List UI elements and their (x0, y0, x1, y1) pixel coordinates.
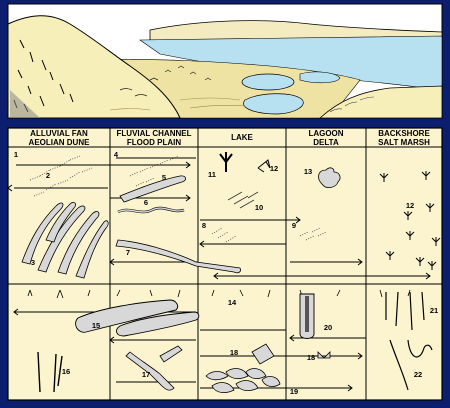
trace-number-6: 6 (144, 198, 148, 207)
distant-hills (149, 20, 443, 41)
trace-number-20: 20 (324, 323, 332, 332)
header-backshore-line1: BACKSHORE (378, 129, 430, 138)
header-lagoon-line2: DELTA (313, 138, 339, 147)
trace-21-burrows (385, 291, 425, 331)
plain-contours (109, 97, 246, 111)
trace-number-7: 7 (126, 248, 130, 257)
header-fluvial-line2: FLOOD PLAIN (127, 138, 181, 147)
header-alluvial-line1: ALLUVIAL FAN (30, 129, 88, 138)
trace-8-scratches (211, 227, 237, 243)
trace-17-branch (159, 345, 183, 363)
trace-22-u-burrow (389, 339, 433, 391)
header-lake: LAKE (231, 133, 253, 142)
trace-number-3: 3 (31, 258, 35, 267)
trace-number-12-lake: 12 (270, 164, 278, 173)
trace-number-10: 10 (255, 203, 263, 212)
trace-2-stipple (29, 155, 93, 197)
trace-18-lagoon-shape (317, 351, 331, 359)
trace-number-9: 9 (292, 221, 296, 230)
header-backshore-line2: SALT MARSH (378, 138, 430, 147)
trace-17-burrow (125, 351, 175, 391)
trace-11-footprint (219, 152, 233, 172)
trace-18-block (251, 343, 275, 365)
trace-number-5: 5 (162, 173, 166, 182)
trace-number-4: 4 (114, 150, 119, 159)
trace-number-15: 15 (92, 321, 100, 330)
trace-19-shells (205, 368, 281, 394)
trace-12-footprint (257, 159, 271, 173)
header-alluvial-line2: AEOLIAN DUNE (29, 138, 91, 147)
trace-number-12-backshore: 12 (406, 201, 414, 210)
trace-13-footprint (318, 167, 341, 188)
trace-number-18-lagoon: 18 (307, 353, 315, 362)
trace-10-scratches (227, 191, 259, 209)
trace-7-burrow (115, 239, 241, 274)
trace-number-19: 19 (290, 387, 298, 396)
trace-5-burrow (119, 175, 186, 203)
trace-number-17: 17 (142, 370, 150, 379)
trace-3-burrows (21, 201, 109, 279)
trace-number-21: 21 (430, 306, 438, 315)
trace-fossil-table: ALLUVIAL FAN AEOLIAN DUNE FLUVIAL CHANNE… (7, 127, 443, 401)
trace-16-burrow (37, 351, 63, 393)
hill-dark-slope (10, 90, 40, 118)
trace-number-11: 11 (208, 170, 216, 179)
lake-shape (241, 73, 295, 91)
trace-number-13: 13 (304, 167, 312, 176)
trace-number-8: 8 (202, 221, 206, 230)
lagoon-shape (243, 93, 304, 115)
header-fluvial-line1: FLUVIAL CHANNEL (117, 129, 192, 138)
root-traces (27, 289, 411, 299)
trace-6-burrow-inner (117, 207, 185, 213)
header-lagoon-line1: LAGOON (308, 129, 343, 138)
range-arrows-upper (7, 157, 431, 280)
trace-number-2: 2 (46, 171, 50, 180)
trace-12-bird-tracks (379, 171, 441, 270)
trace-15-burrows (75, 299, 200, 337)
trace-number-14: 14 (228, 298, 237, 307)
trace-20-burrow-core (305, 296, 309, 332)
spit-dune-texture (329, 96, 375, 113)
trace-number-18-lake: 18 (230, 348, 238, 357)
trace-number-22: 22 (414, 370, 422, 379)
alluvial-hill (7, 15, 181, 119)
barrier-spit (318, 85, 443, 119)
pond-shape (299, 71, 341, 84)
table-background (7, 127, 443, 401)
landscape-panel (7, 3, 443, 119)
trace-number-1: 1 (14, 150, 18, 159)
trace-number-16: 16 (62, 367, 70, 376)
plain-tracks (119, 65, 212, 97)
